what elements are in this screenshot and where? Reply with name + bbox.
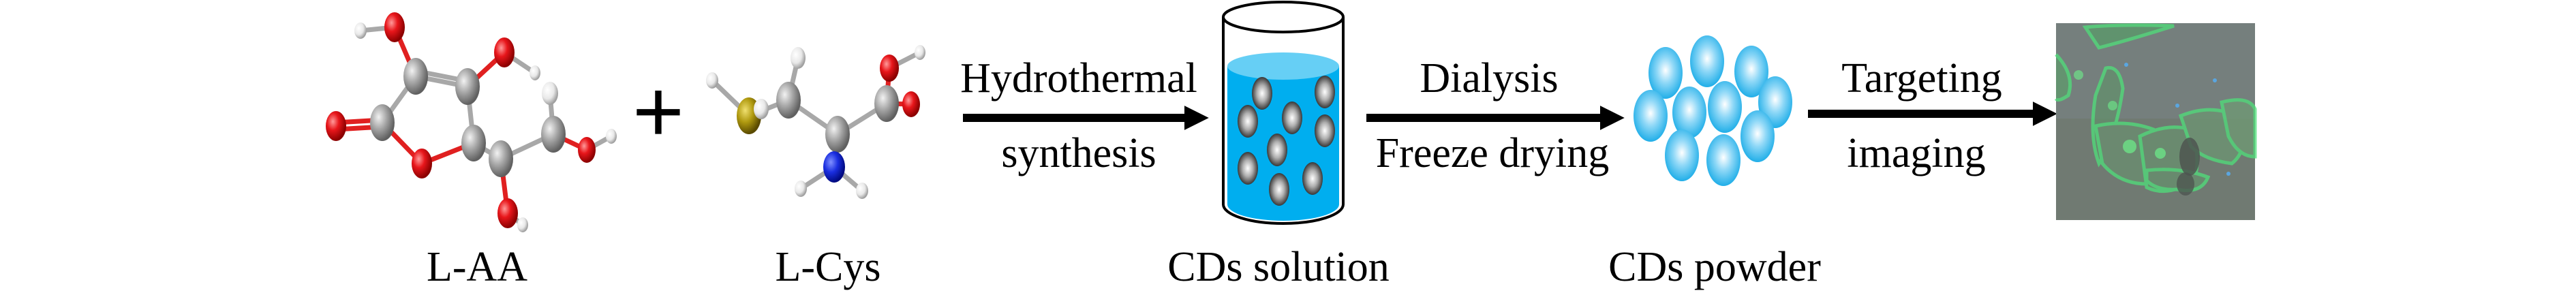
hydrogen-atom — [795, 181, 807, 197]
l-aa-label: L-AA — [427, 244, 527, 290]
cds-powder-dot — [1634, 90, 1668, 142]
carbon-atom — [874, 85, 899, 122]
hydrogen-atom — [542, 82, 558, 105]
step2-top-label: Dialysis — [1420, 55, 1558, 102]
cds-powder-dots — [1634, 35, 1792, 186]
cds-powder-dot — [1741, 110, 1775, 162]
cds-powder-label: CDs powder — [1608, 244, 1821, 290]
oxygen-atom — [326, 111, 346, 141]
step2-bottom-label: Freeze drying — [1376, 130, 1610, 176]
hydrogen-atom — [791, 47, 806, 69]
carbon-atom — [461, 125, 486, 161]
carbon-atom — [455, 68, 480, 105]
oxygen-atom — [412, 149, 432, 178]
hydrogen-atom — [706, 72, 718, 89]
hydrogen-atom — [856, 183, 868, 199]
carbon-atom — [776, 82, 801, 119]
carbon-atom — [370, 104, 395, 141]
cds-solution-tube — [1222, 1, 1345, 225]
oxygen-atom — [578, 137, 596, 163]
carbon-dot-particle — [1238, 152, 1258, 185]
cds-powder-dot — [1706, 134, 1741, 186]
step3-top-label: Targeting — [1841, 55, 2002, 102]
nitrogen-atom — [823, 151, 845, 183]
step3-bottom-label: imaging — [1847, 130, 1985, 176]
carbon-dot-particle — [1282, 102, 1302, 134]
carbon-dot-particle — [1315, 114, 1335, 147]
oxygen-atom — [384, 12, 405, 42]
hydrogen-atom — [517, 217, 528, 232]
step1-bottom-label: synthesis — [1001, 130, 1156, 176]
hydrogen-atom — [915, 45, 925, 60]
oxygen-atom — [494, 37, 515, 67]
carbon-atom — [825, 116, 850, 153]
carbon-dot-particle — [1269, 173, 1289, 206]
cds-powder-dot — [1649, 47, 1683, 99]
carbon-dot-particle — [1238, 105, 1258, 138]
plus-sign: + — [632, 61, 684, 161]
carbon-atom — [541, 116, 566, 153]
cds-powder-dot — [1708, 81, 1742, 133]
hydrogen-atom — [606, 129, 617, 144]
cds-powder-dot — [1734, 46, 1768, 97]
hydrogen-atom — [530, 65, 540, 80]
carbon-dot-particle — [1315, 76, 1335, 108]
oxygen-atom — [497, 198, 518, 228]
carbon-dot-particle — [1252, 77, 1272, 110]
cds-powder-dot — [1690, 35, 1724, 87]
l-cys-label: L-Cys — [776, 244, 881, 290]
oxygen-atom — [902, 91, 920, 117]
carbon-atom — [403, 58, 428, 95]
step1-top-label: Hydrothermal — [960, 55, 1197, 102]
l-ascorbic-acid-molecule — [326, 12, 617, 232]
cell-imaging-micrograph — [2054, 23, 2257, 220]
carbon-atom — [489, 140, 513, 177]
hydrogen-atom — [354, 22, 367, 39]
cds-powder-dot — [1672, 87, 1706, 138]
carbon-dot-particle — [1302, 162, 1323, 195]
oxygen-atom — [880, 55, 899, 82]
carbon-dot-particle — [1267, 134, 1287, 166]
cds-powder-dot — [1665, 129, 1699, 181]
hydrogen-atom — [754, 99, 769, 119]
l-cysteine-molecule — [706, 45, 925, 199]
cds-solution-label: CDs solution — [1167, 244, 1390, 290]
